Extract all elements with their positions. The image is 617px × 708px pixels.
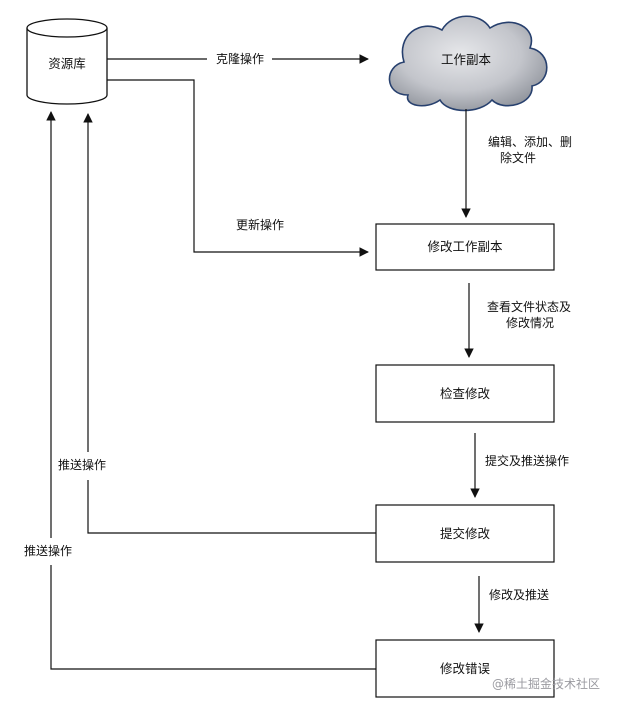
commit-changes-node: 提交修改 [375,504,555,563]
commit-push-label: 提交及推送操作 [485,453,569,468]
status-label-line1: 查看文件状态及 [487,299,571,314]
update-arrow [107,79,369,257]
edit-label-line2: 除文件 [500,150,536,165]
commit-changes-label: 提交修改 [440,526,491,541]
push-inner-line [87,480,376,534]
push-outer-line [50,565,376,670]
edit-label-line1: 编辑、添加、删 [488,134,572,149]
clone-label: 克隆操作 [216,51,264,66]
fix-errors-node: 修改错误 [375,639,555,698]
modify-working-copy-label: 修改工作副本 [427,239,503,254]
working-copy-node: 工作副本 [388,15,548,112]
watermark: @稀土掘金技术社区 [492,676,600,691]
repository-node: 资源库 [26,18,108,105]
fix-errors-label: 修改错误 [440,661,491,676]
working-copy-label: 工作副本 [441,52,492,67]
check-changes-label: 检查修改 [440,386,491,401]
check-changes-node: 检查修改 [375,364,555,423]
modify-working-copy-node: 修改工作副本 [375,223,555,271]
repository-label: 资源库 [48,56,86,71]
status-label-line2: 修改情况 [506,315,554,330]
push-outer-label: 推送操作 [24,543,72,558]
push-inner-label: 推送操作 [58,457,106,472]
update-label: 更新操作 [236,217,284,232]
fix-push-label: 修改及推送 [489,587,549,602]
